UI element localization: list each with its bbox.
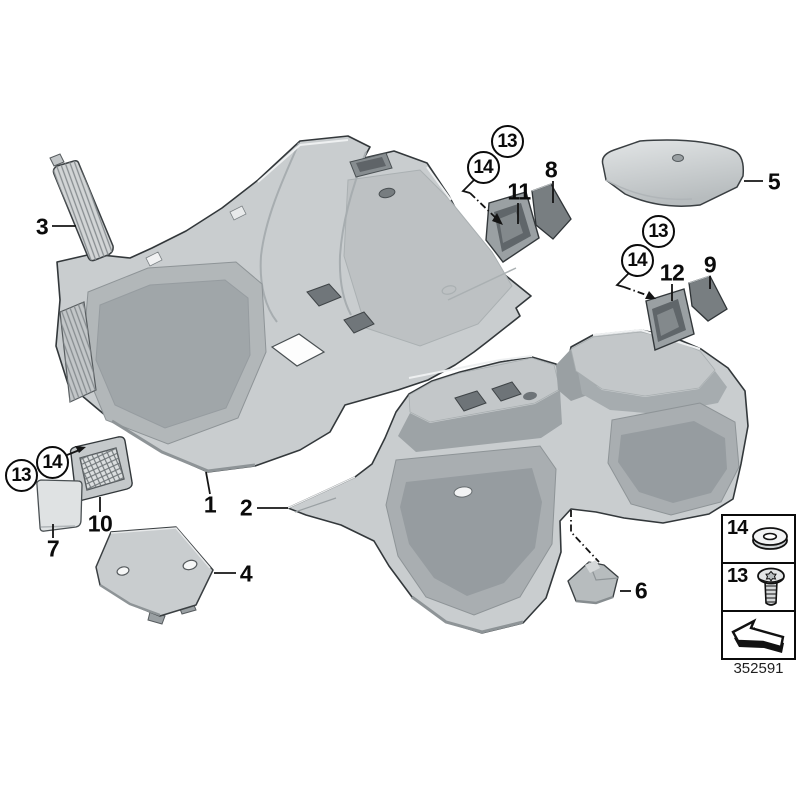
callout-10[interactable]: 10 bbox=[87, 510, 113, 537]
drawing-number: 352591 bbox=[733, 660, 784, 677]
callout-11[interactable]: 11 bbox=[507, 178, 531, 205]
leader-arrowheads bbox=[75, 213, 656, 453]
callout-7[interactable]: 7 bbox=[46, 535, 60, 562]
part-4-floor-insert bbox=[95, 526, 214, 625]
legend-row-screw: 13 bbox=[723, 564, 794, 612]
callout-9[interactable]: 9 bbox=[703, 251, 717, 278]
leader-6-dashdot bbox=[570, 510, 600, 563]
callout-1[interactable]: 1 bbox=[203, 491, 217, 518]
torx-screw-icon bbox=[757, 567, 785, 606]
part-11-frame bbox=[485, 191, 540, 263]
part-7-cover bbox=[36, 479, 83, 532]
leader-13-14-a bbox=[461, 179, 475, 194]
part-10-footrest bbox=[69, 436, 133, 502]
part-1-front-floor-covering bbox=[55, 135, 532, 473]
callout-4[interactable]: 4 bbox=[239, 560, 253, 587]
part-12-frame bbox=[645, 288, 695, 351]
part-5-cover-panel bbox=[601, 139, 745, 207]
part-9-cap bbox=[688, 275, 728, 322]
callout-12[interactable]: 12 bbox=[659, 259, 685, 286]
callout-14-circled-a[interactable]: 14 bbox=[466, 150, 500, 184]
direction-arrow-icon bbox=[731, 618, 785, 653]
legend-row-washer: 14 bbox=[723, 516, 794, 564]
callout-13-circled-b[interactable]: 13 bbox=[641, 214, 675, 248]
fastener-legend: 14 13 bbox=[721, 514, 796, 660]
callout-8[interactable]: 8 bbox=[544, 156, 558, 183]
part-8-cap bbox=[531, 183, 572, 240]
callout-13-circled-c[interactable]: 13 bbox=[4, 458, 38, 492]
callout-2[interactable]: 2 bbox=[239, 494, 253, 521]
legend-row-direction bbox=[723, 612, 794, 658]
leader-13-14-b bbox=[615, 272, 630, 288]
callout-5[interactable]: 5 bbox=[767, 168, 781, 195]
part-2-rear-floor-covering bbox=[287, 328, 749, 634]
callout-14-circled-c[interactable]: 14 bbox=[35, 445, 69, 479]
part-3-footrest-insert bbox=[49, 153, 114, 262]
callout-14-circled-b[interactable]: 14 bbox=[620, 243, 654, 277]
callout-3[interactable]: 3 bbox=[35, 213, 49, 240]
washer-icon bbox=[752, 527, 788, 550]
part-6-clamp bbox=[567, 560, 619, 605]
callout-6[interactable]: 6 bbox=[634, 577, 648, 604]
legend-screw-number: 13 bbox=[727, 565, 748, 587]
part-1-footrest-ribs bbox=[59, 301, 97, 403]
legend-washer-number: 14 bbox=[727, 517, 748, 539]
leader-1 bbox=[205, 471, 211, 495]
callout-13-circled-a[interactable]: 13 bbox=[490, 124, 524, 158]
